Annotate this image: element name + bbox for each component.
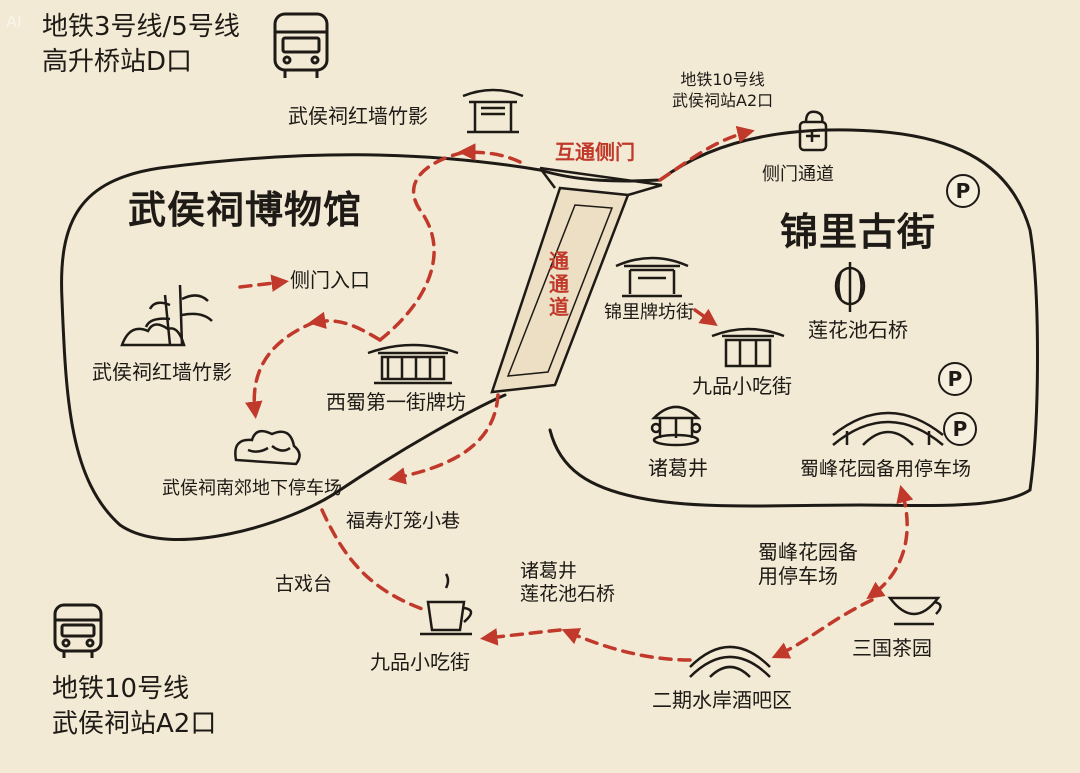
poi-red-wall-top: 武侯祠红墙竹影 [288, 104, 428, 128]
route-bridge-west [561, 628, 692, 662]
pavilion-icon [367, 343, 459, 385]
passage [490, 166, 663, 394]
parking-icon: P [938, 362, 972, 396]
bus-icon [53, 603, 103, 658]
metro-right-line: 地铁10号线 [680, 70, 765, 89]
route-parking-south [320, 508, 427, 612]
passage-char: 道 [549, 295, 569, 319]
route-lines [238, 125, 914, 662]
teacup-icon [887, 596, 942, 626]
metro-bottom-exit: 武侯祠站A2口 [52, 709, 217, 740]
archway-icon [462, 88, 524, 134]
poi-shufeng-line2: 用停车场 [758, 564, 838, 588]
turnstile-icon [798, 110, 828, 152]
poi-xishu-archway: 西蜀第一街牌坊 [326, 390, 466, 414]
route-metro-right [658, 125, 755, 182]
teacup-icon [420, 573, 473, 636]
route-to-jiupin [480, 628, 562, 646]
poi-zhuge-well: 诸葛井 [648, 456, 708, 480]
poi-snack-gate-street: 锦里牌坊街 [604, 302, 694, 323]
poi-shufeng-parking: 蜀峰花园备用停车场 [800, 458, 972, 480]
metro-right-exit: 武侯祠站A2口 [672, 90, 774, 110]
poi-waterfront-bar: 二期水岸酒吧区 [652, 688, 792, 712]
metro-top-exit: 高升桥站D口 [42, 47, 193, 78]
poi-zhuge-lianhua: 诸葛井 莲花池石桥 [520, 560, 615, 606]
museum-boundary [60, 153, 542, 541]
metro-bottom-label: 地铁10号线 武侯祠站A2口 [52, 672, 216, 742]
poi-shufeng-note: 蜀峰花园备 用停车场 [758, 540, 858, 588]
poi-jiupin-right: 九品小吃街 [692, 374, 792, 398]
route-shufeng [866, 484, 914, 600]
metro-right-label: 地铁10号线 武侯祠站A2口 [672, 70, 773, 112]
bridge-icon [689, 645, 771, 678]
passage-label: 通 通 道 [548, 250, 570, 319]
watermark: AI [6, 12, 22, 31]
pavilion-icon [711, 327, 785, 368]
metro-top-label: 地铁3号线/5号线 高升桥站D口 [42, 10, 240, 80]
passage-char: 通 [549, 249, 569, 273]
route-to-west [308, 311, 382, 342]
passage-char: 通 [549, 272, 569, 296]
parking-icon: P [946, 174, 980, 208]
museum-title: 武侯祠博物馆 [128, 188, 363, 232]
poi-jiupin-bottom: 九品小吃街 [370, 650, 470, 674]
poi-red-wall-left: 武侯祠红墙竹影 [92, 360, 232, 384]
metro-bottom-line: 地铁10号线 [52, 674, 190, 704]
jinli-title: 锦里古街 [780, 210, 937, 254]
poi-lianhua-line: 莲花池石桥 [520, 582, 616, 605]
poi-lotus-bridge: 莲花池石桥 [808, 318, 908, 342]
pavilion-icon [615, 256, 689, 298]
route-entrance-arrow [238, 274, 289, 292]
route-west-down [245, 320, 317, 419]
route-shufeng-bridge [771, 598, 874, 659]
poi-zhuge-line: 诸葛井 [520, 560, 578, 582]
bus-icon [273, 12, 329, 78]
route-mutual-gate [458, 143, 522, 164]
poi-mutual-gate: 互通侧门 [555, 140, 635, 164]
bamboo-icon [120, 284, 213, 347]
poi-lantern-alley: 福寿灯笼小巷 [346, 510, 461, 532]
parking-icon: P [943, 412, 977, 446]
metro-top-line: 地铁3号线/5号线 [42, 12, 240, 42]
lantern-icon [834, 262, 866, 312]
well-icon [650, 405, 702, 447]
route-jinli-gate [693, 308, 718, 327]
rock-icon [234, 429, 301, 466]
poi-side-gate-right: 侧门通道 [762, 164, 834, 185]
route-passage-to-parking [388, 393, 500, 485]
poi-shufeng-line1: 蜀峰花园备 [758, 540, 858, 564]
bridge-icon [832, 411, 944, 446]
poi-side-gate-entrance: 侧门入口 [290, 268, 370, 292]
poi-south-parking: 武侯祠南郊地下停车场 [162, 478, 342, 499]
poi-opera-stage: 古戏台 [275, 573, 333, 595]
route-museum-loop [378, 150, 467, 342]
poi-three-kingdoms-tea: 三国茶园 [852, 636, 932, 660]
jinli-boundary [538, 128, 1039, 508]
